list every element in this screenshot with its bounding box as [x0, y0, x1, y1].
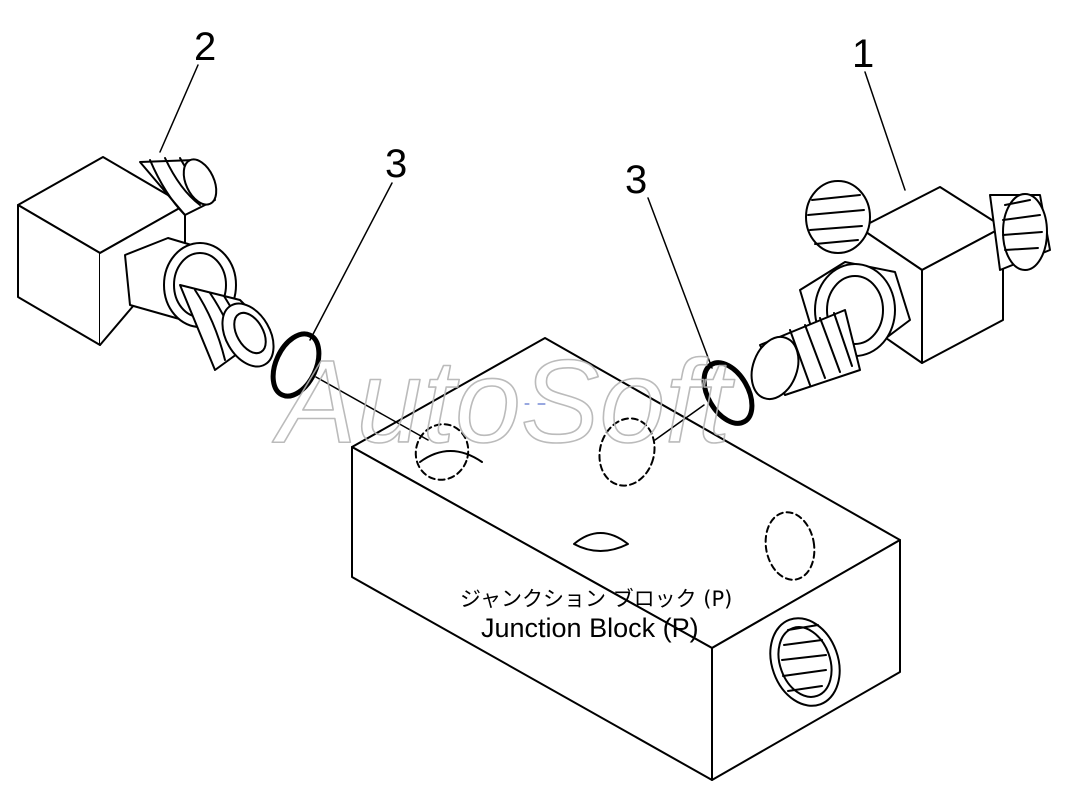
block-label-english: Junction Block (P) — [481, 613, 699, 643]
o-ring-left — [270, 331, 429, 441]
leader-line — [159, 64, 199, 153]
port-center-top — [573, 532, 629, 552]
leader-line — [315, 376, 429, 441]
port-right-top — [598, 417, 656, 487]
elbow-fitting-right — [750, 71, 1051, 400]
callout-part-3-left: 3 — [385, 142, 407, 186]
port-left-top — [419, 450, 483, 463]
port-side-hidden — [764, 511, 816, 581]
leader-line — [654, 404, 705, 441]
callout-part-1: 1 — [852, 32, 874, 76]
leader-line-3-right — [647, 197, 713, 369]
leader-line-3-left — [309, 182, 393, 341]
elbow-fitting-left — [17, 64, 275, 371]
o-ring-right — [654, 360, 755, 441]
watermark-text: AutoSoft — [272, 336, 735, 468]
port-hidden — [414, 423, 470, 481]
port-side-threaded — [769, 617, 841, 707]
junction-block — [351, 337, 901, 781]
callout-part-2: 2 — [194, 25, 216, 69]
block-label-japanese: ジャンクション ブロック (P) — [460, 587, 732, 611]
leader-line — [864, 71, 906, 191]
callout-part-3-right: 3 — [625, 158, 647, 202]
